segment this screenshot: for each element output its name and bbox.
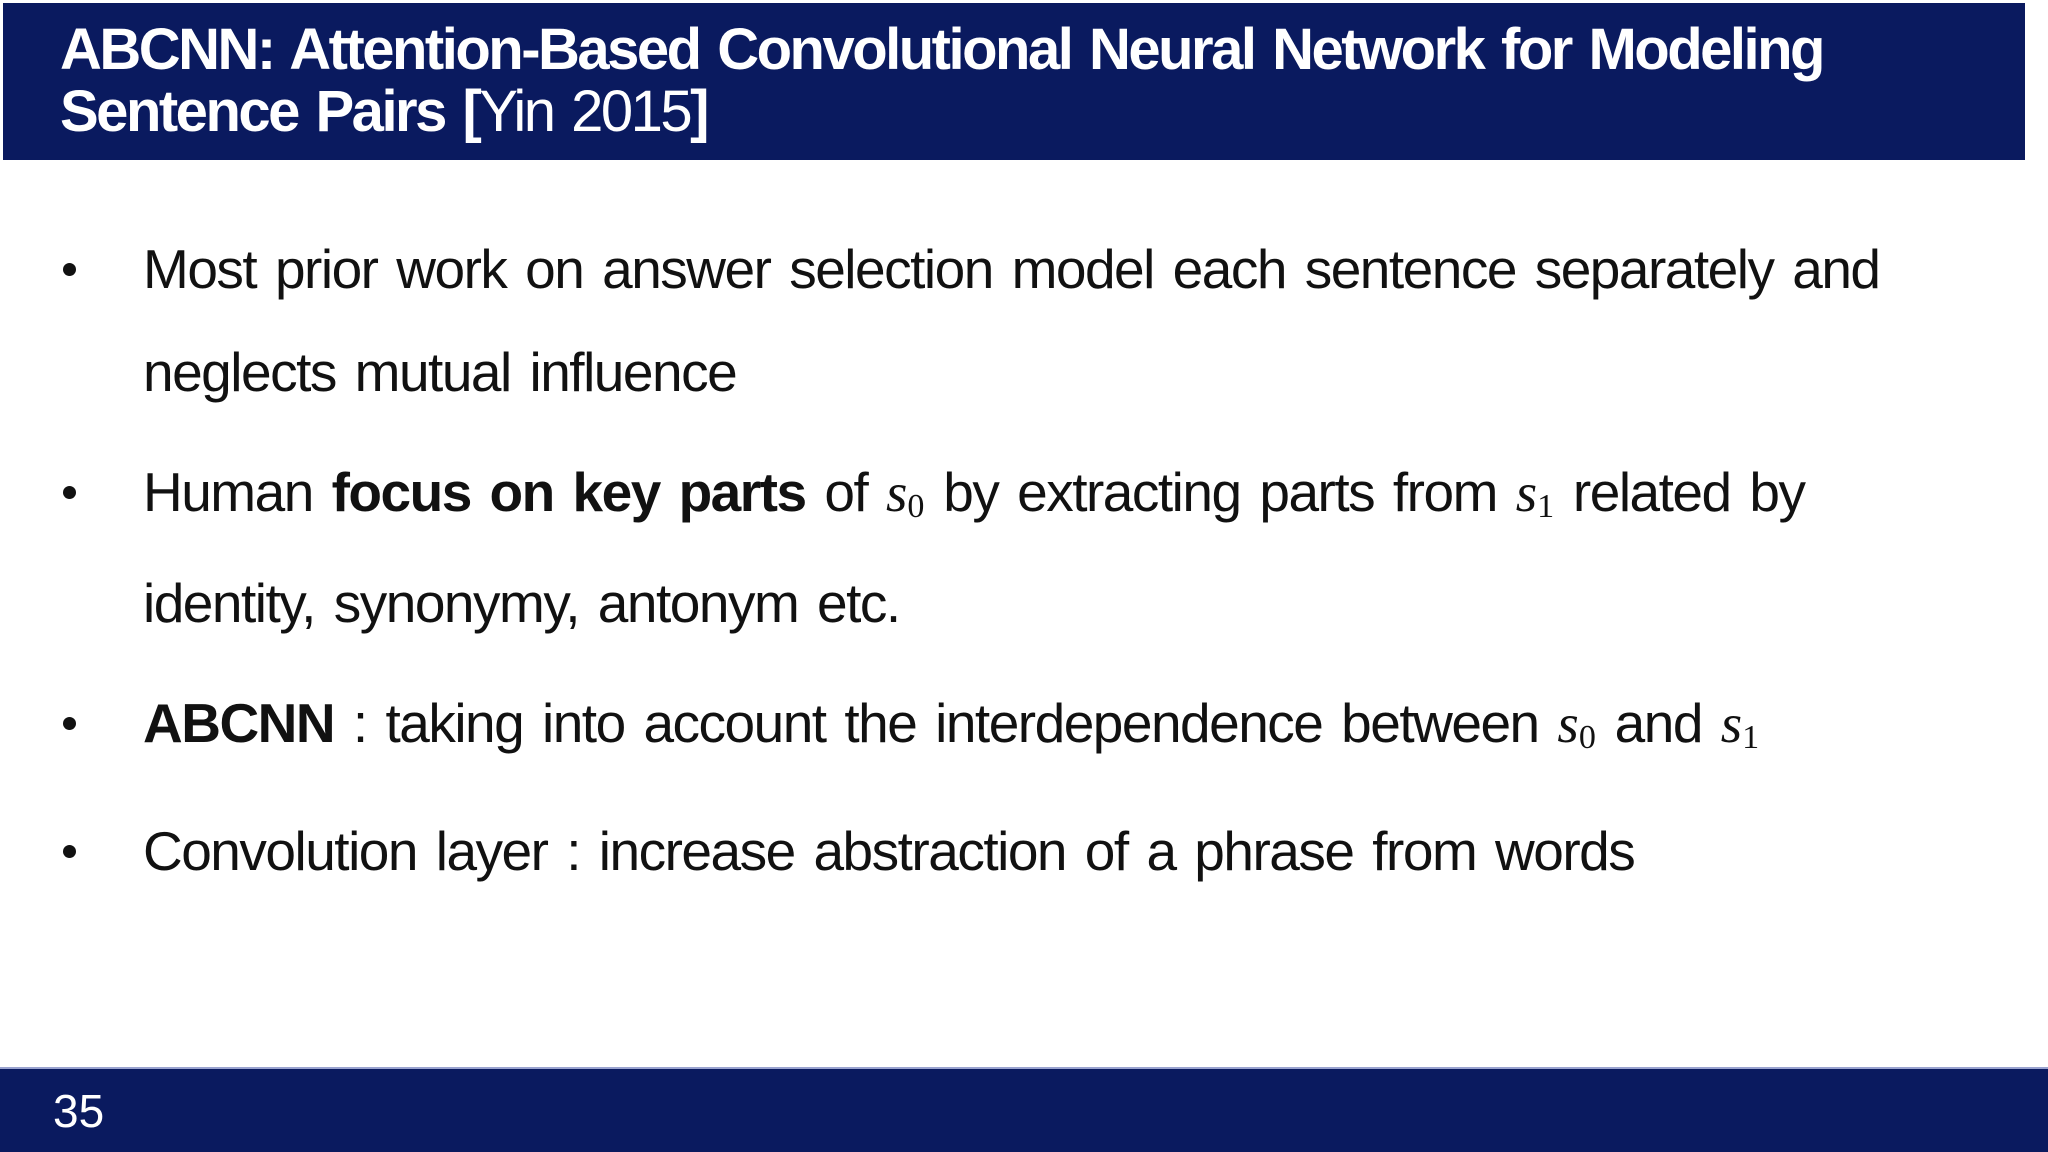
- bullet-item-human-focus: Human focus on key parts of s0 by extrac…: [0, 441, 2048, 655]
- math-var-subscript: 0: [1578, 719, 1596, 757]
- math-var-subscript: 1: [1537, 488, 1555, 526]
- bullet-text: Most prior work on answer selection mode…: [143, 238, 1881, 300]
- bullet-text: Human: [143, 461, 332, 523]
- bullet-list: Most prior work on answer selection mode…: [0, 218, 2048, 903]
- math-var-letter: s: [1515, 462, 1538, 523]
- math-var-s0: s0: [886, 462, 925, 526]
- math-var-s1: s1: [1720, 693, 1760, 757]
- title-line2-open: Sentence Pairs [: [60, 79, 482, 144]
- bullet-item-convolution-layer: Convolution layer : increase abstraction…: [0, 800, 2048, 903]
- math-var-s0: s0: [1557, 693, 1596, 757]
- slide-body: Most prior work on answer selection mode…: [0, 160, 2048, 920]
- math-var-s1: s1: [1515, 462, 1555, 526]
- bullet-text: Convolution layer : increase abstraction…: [143, 820, 1636, 882]
- bullet-text: identity, synonymy, antonym etc.: [143, 572, 901, 634]
- math-var-subscript: 0: [907, 488, 925, 526]
- bullet-text-bold: ABCNN: [143, 692, 336, 754]
- math-var-letter: s: [1557, 693, 1579, 754]
- math-var-subscript: 1: [1742, 719, 1760, 757]
- bullet-item-prior-work: Most prior work on answer selection mode…: [0, 218, 2048, 424]
- bullet-text: of: [805, 461, 887, 523]
- bullet-item-abcnn: ABCNN : taking into account the interdep…: [0, 672, 2048, 783]
- slide-footer-bar: 35: [0, 1067, 2048, 1152]
- math-var-letter: s: [1720, 693, 1743, 754]
- slide-title: ABCNN: Attention-Based Convolutional Neu…: [3, 3, 2025, 143]
- bullet-text: : taking into account the interdependenc…: [334, 692, 1558, 754]
- math-var-letter: s: [886, 462, 908, 523]
- bullet-text: and: [1595, 692, 1721, 754]
- title-close-bracket: ]: [690, 79, 709, 144]
- page-number: 35: [53, 1084, 105, 1137]
- slide-title-bar: ABCNN: Attention-Based Convolutional Neu…: [3, 3, 2025, 160]
- bullet-text: by extracting parts from: [924, 461, 1516, 523]
- bullet-text: neglects mutual influence: [143, 341, 738, 403]
- bullet-text-bold: focus on key parts: [331, 461, 807, 523]
- title-citation: Yin 2015: [479, 79, 692, 144]
- bullet-text: related by: [1554, 461, 1806, 523]
- title-line1: ABCNN: Attention-Based Convolutional Neu…: [60, 17, 1825, 82]
